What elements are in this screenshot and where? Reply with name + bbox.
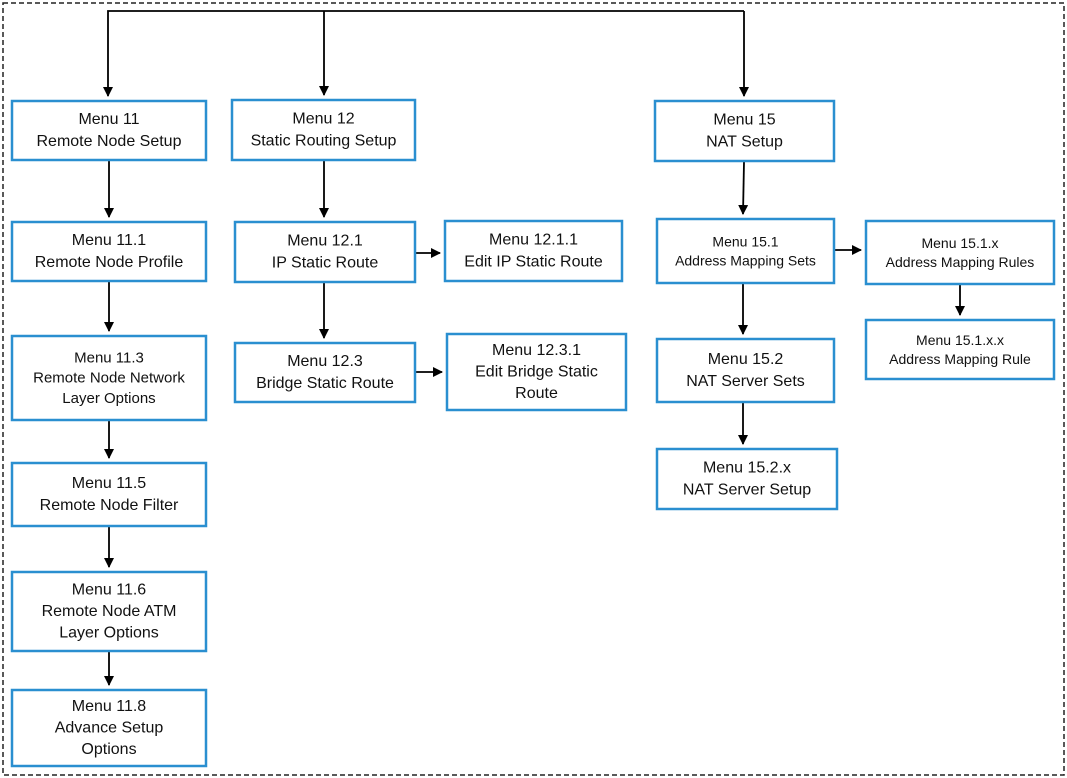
node-box (230, 98, 417, 162)
node-box (655, 217, 836, 285)
node-box (655, 447, 839, 511)
node-box (10, 99, 208, 162)
node-label-line: Address Mapping Rule (889, 351, 1031, 367)
node-label-line: Advance Setup (55, 720, 164, 737)
node-title: Menu 12.1.1 (489, 232, 578, 249)
node-box (10, 688, 208, 768)
connector-m15-to-m15-1 (738, 161, 749, 215)
node-label-line: Bridge Static Route (256, 375, 394, 392)
node-label-line: NAT Server Sets (686, 373, 805, 390)
node-label-line: Remote Node ATM (42, 603, 177, 620)
node-title: Menu 15 (713, 112, 775, 129)
node-box (10, 461, 208, 528)
node-menu-15: Menu 15 NAT Setup (653, 99, 836, 163)
node-title: Menu 15.1.x (921, 235, 998, 251)
node-title: Menu 12.3 (287, 353, 363, 370)
node-label-line: Address Mapping Rules (886, 254, 1035, 270)
node-menu-12-1: Menu 12.1 IP Static Route (233, 220, 417, 284)
node-box (864, 318, 1056, 381)
node-title: Menu 11.5 (72, 475, 147, 492)
node-title: Menu 15.1 (712, 234, 778, 250)
node-label-line: NAT Server Setup (683, 481, 811, 498)
node-title: Menu 11 (78, 111, 139, 128)
node-title: Menu 12.1 (287, 233, 363, 250)
node-box (655, 337, 836, 404)
node-title: Menu 11.8 (72, 698, 147, 715)
node-box (10, 220, 208, 283)
node-box (10, 570, 208, 653)
node-title: Menu 15.2.x (703, 460, 791, 477)
connector-root-to-m11 (103, 10, 744, 97)
node-label-line: Route (515, 385, 558, 402)
node-menu-11: Menu 11 Remote Node Setup (10, 99, 208, 162)
node-box (653, 99, 836, 163)
connector-layer (103, 10, 965, 686)
node-box (445, 332, 628, 412)
node-label-line: Remote Node Filter (40, 497, 179, 514)
node-title: Menu 11.1 (72, 232, 147, 249)
node-label-line: Layer Options (62, 390, 155, 407)
node-label-line: Edit Bridge Static (475, 364, 598, 381)
node-label-line: Remote Node Profile (35, 254, 184, 271)
node-label-line: IP Static Route (272, 254, 379, 271)
node-title: Menu 11.6 (72, 581, 147, 598)
node-label-line: Remote Node Setup (37, 133, 182, 150)
node-label-line: Layer Options (59, 625, 159, 642)
node-title: Menu 15.1.x.x (916, 332, 1004, 348)
node-box (233, 341, 417, 404)
node-title: Menu 12 (292, 111, 354, 128)
node-label-line: Static Routing Setup (251, 132, 397, 149)
node-label-line: Remote Node Network (33, 370, 185, 387)
node-label-line: Edit IP Static Route (464, 253, 603, 270)
node-label-line: Address Mapping Sets (675, 252, 816, 268)
node-title: Menu 15.2 (708, 351, 784, 368)
node-label-line: Options (81, 741, 136, 758)
node-box (443, 219, 624, 283)
node-label-line: NAT Setup (706, 133, 783, 150)
node-box (864, 219, 1056, 286)
node-box (10, 334, 208, 422)
node-title: Menu 11.3 (74, 349, 144, 366)
node-box (233, 220, 417, 284)
node-title: Menu 12.3.1 (492, 342, 581, 359)
node-menu-12: Menu 12 Static Routing Setup (230, 98, 417, 162)
